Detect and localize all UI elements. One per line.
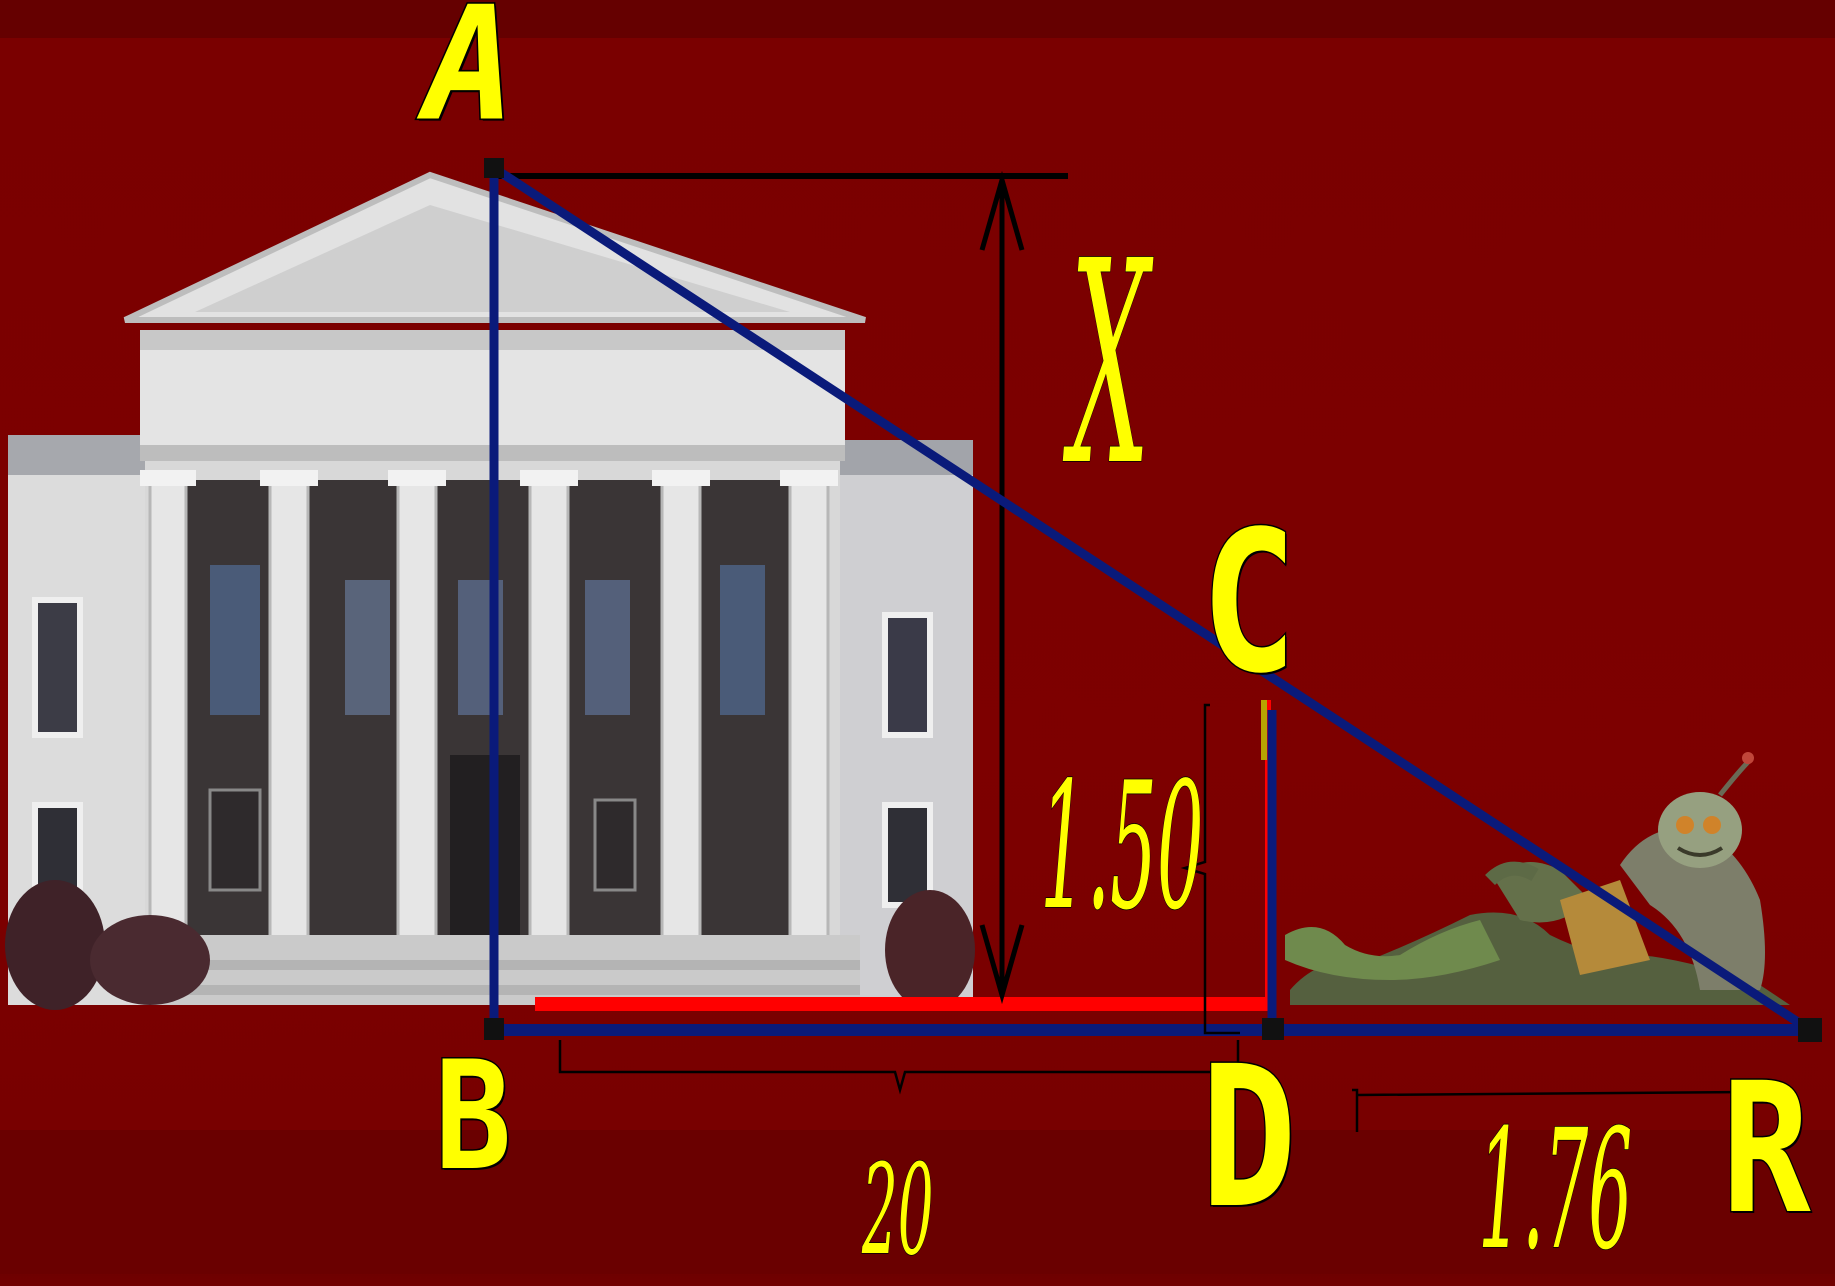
label-c: C — [1199, 489, 1298, 716]
vertex-r — [1798, 1018, 1822, 1042]
brace-dr — [1352, 1088, 1751, 1132]
vertex-b — [484, 1018, 504, 1040]
arrow-down-icon — [979, 924, 1025, 1005]
top-band — [0, 0, 1835, 38]
label-1-50: 1.50 — [1040, 746, 1204, 949]
bottom-band — [0, 1130, 1835, 1274]
label-r: R — [1721, 1045, 1812, 1254]
label-d: D — [1199, 1024, 1298, 1251]
label-1-76: 1.76 — [1478, 1094, 1633, 1286]
label-a: A — [423, 0, 516, 157]
brace-cd — [1180, 703, 1240, 1035]
brace-bd — [558, 1040, 1240, 1095]
vertex-a — [484, 158, 504, 178]
label-x: X — [1070, 202, 1150, 528]
arrow-up-icon — [979, 170, 1025, 251]
label-20: 20 — [862, 1138, 934, 1283]
label-b: B — [433, 1030, 512, 1204]
vertex-d — [1262, 1018, 1284, 1040]
segment-ar — [491, 164, 1813, 1034]
